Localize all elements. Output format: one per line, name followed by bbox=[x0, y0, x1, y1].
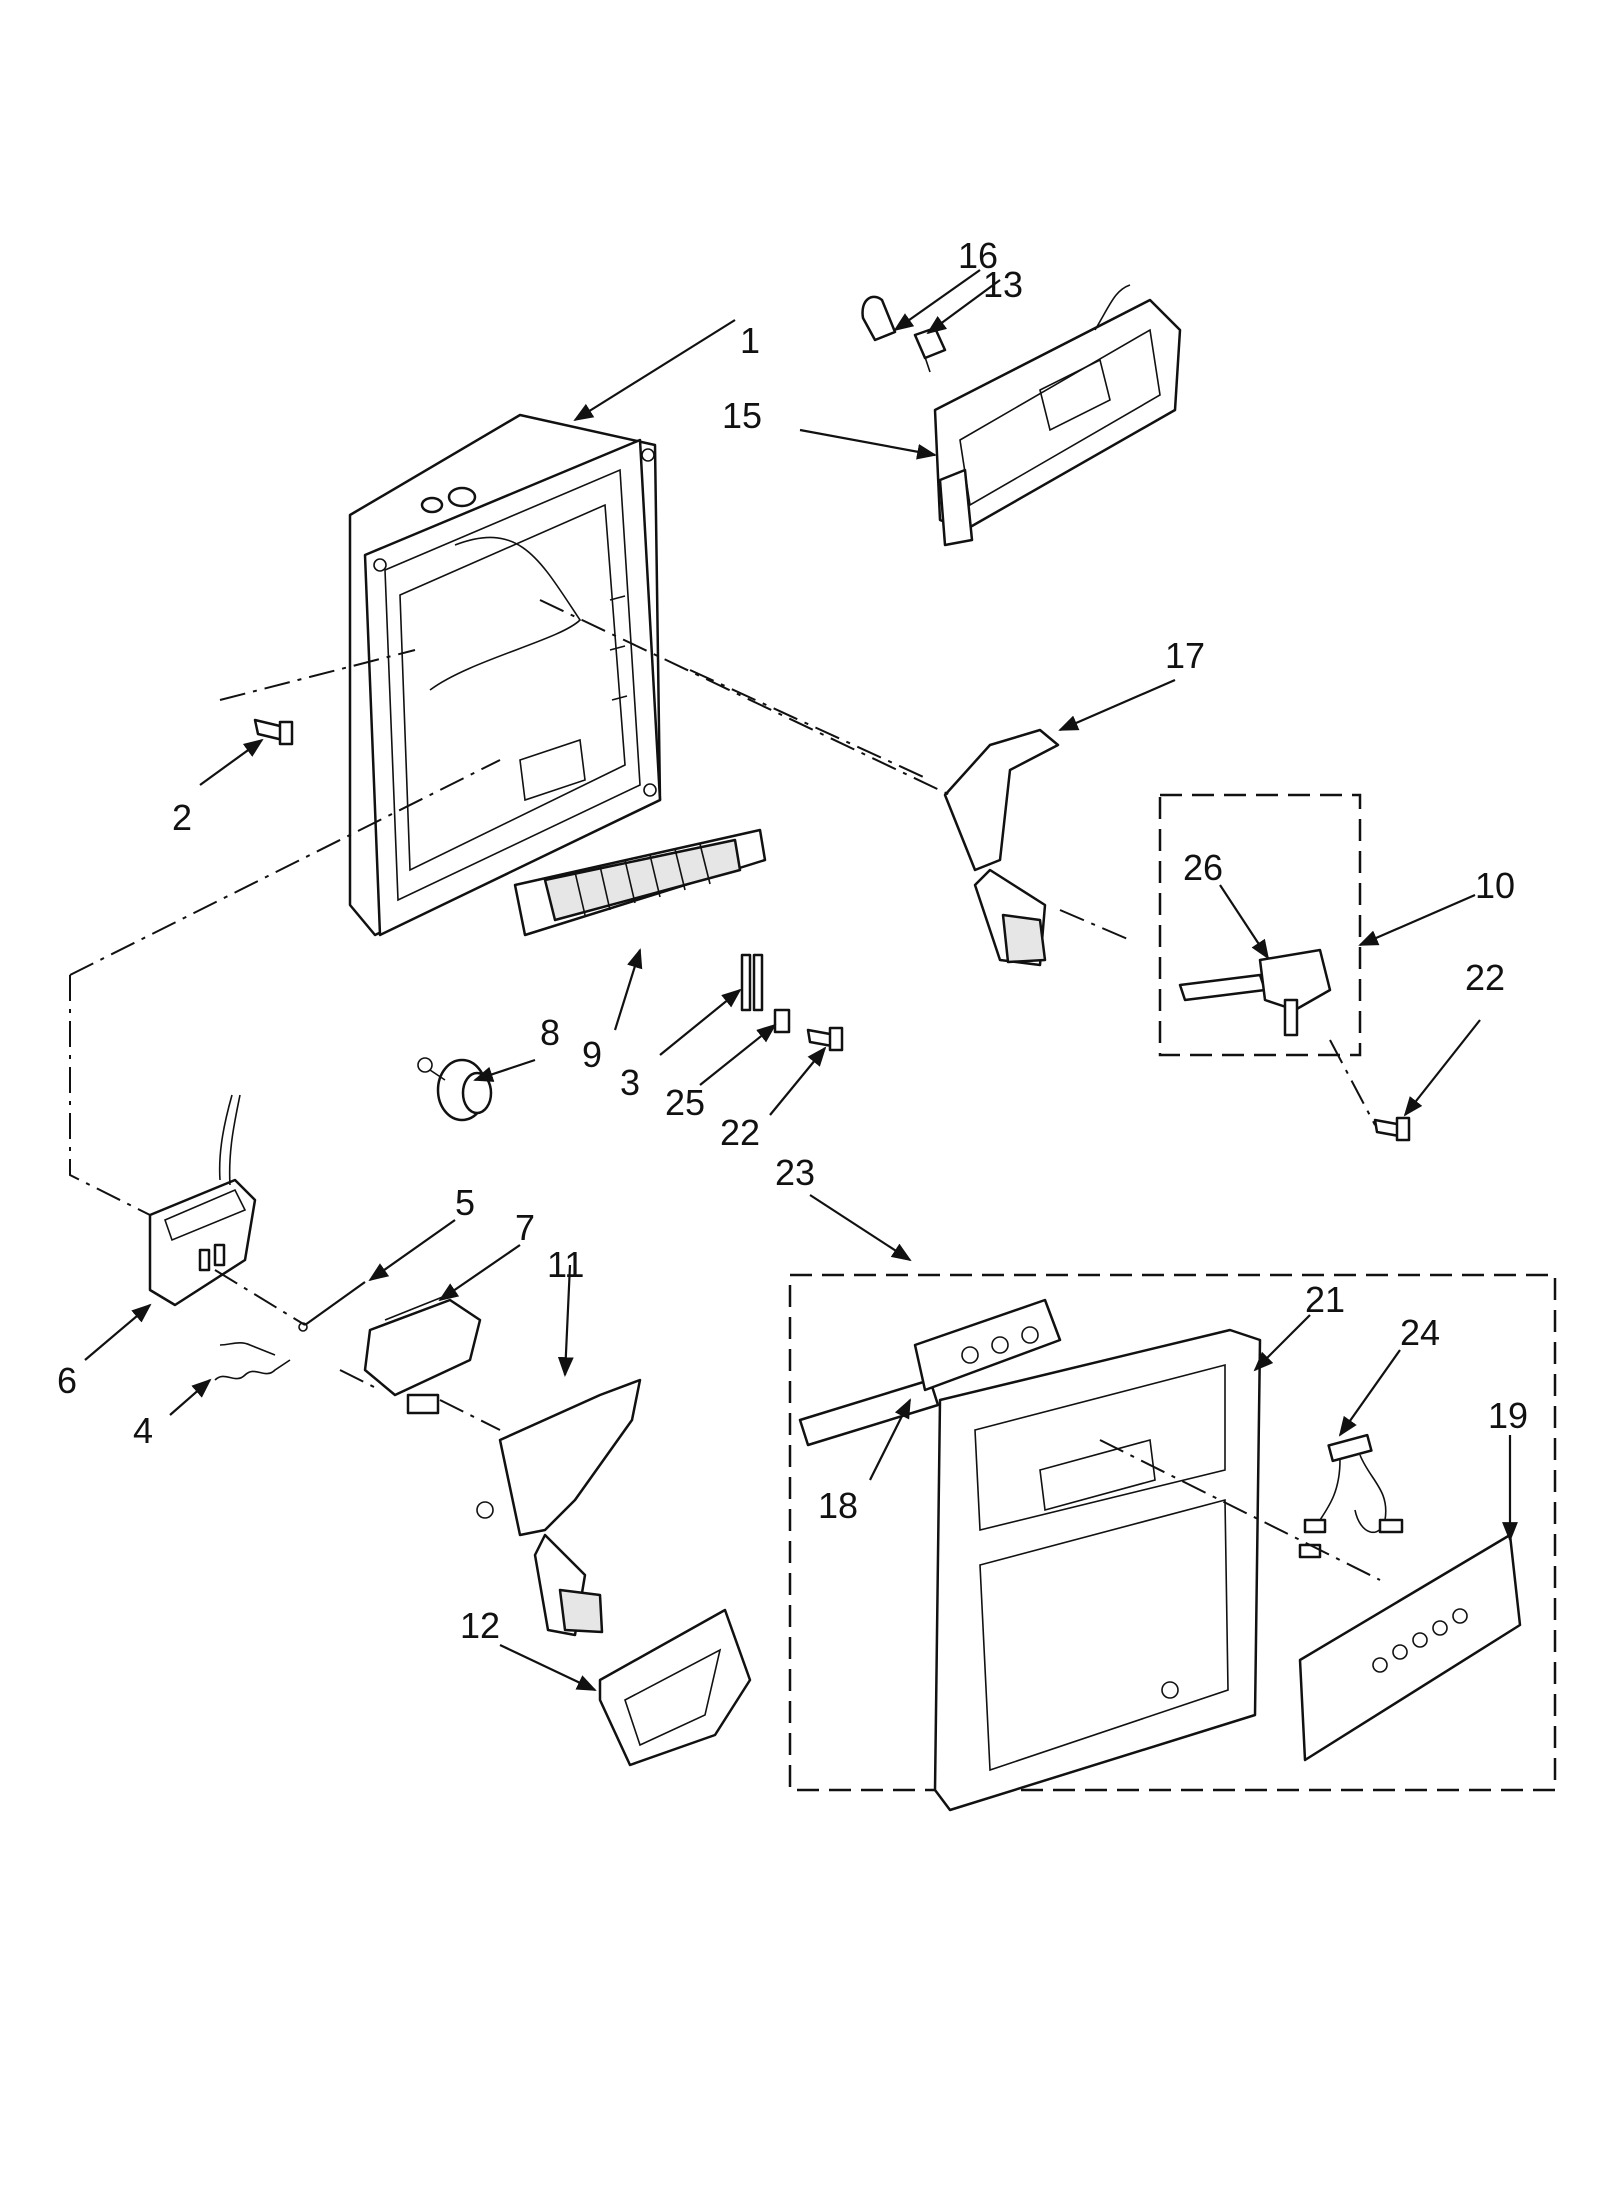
bulb-part-16 bbox=[861, 295, 897, 342]
clip-part-3 bbox=[740, 953, 764, 1012]
solenoid-part-8 bbox=[417, 1057, 493, 1122]
callout-22b: 22 bbox=[1465, 957, 1505, 998]
panel-part-21 bbox=[933, 1328, 1262, 1812]
paddle-part-11 bbox=[476, 1378, 642, 1637]
callout-21: 21 bbox=[1305, 1279, 1345, 1320]
screw-part-22a bbox=[806, 1026, 844, 1052]
callout-1: 1 bbox=[740, 320, 760, 361]
actuator-part-7 bbox=[363, 1291, 482, 1415]
callout-13: 13 bbox=[983, 264, 1023, 305]
callout-18: 18 bbox=[818, 1485, 858, 1526]
callout-16: 16 bbox=[958, 235, 998, 276]
callout-9: 9 bbox=[582, 1034, 602, 1075]
module-part-6 bbox=[148, 1094, 257, 1307]
housing-part-1 bbox=[348, 413, 662, 937]
callout-10: 10 bbox=[1475, 865, 1515, 906]
spring-part-4 bbox=[214, 1342, 291, 1381]
chute-part-9 bbox=[513, 828, 767, 937]
pin-part-5 bbox=[298, 1281, 366, 1332]
callout-24: 24 bbox=[1400, 1312, 1440, 1353]
callout-3: 3 bbox=[620, 1062, 640, 1103]
callout-19: 19 bbox=[1488, 1395, 1528, 1436]
screw-part-22b bbox=[1373, 1116, 1411, 1142]
leader-arrows bbox=[84, 269, 1518, 1691]
callout-4: 4 bbox=[133, 1410, 153, 1451]
callout-5: 5 bbox=[455, 1182, 475, 1223]
switch-part-26 bbox=[1178, 948, 1332, 1037]
socket-part-13 bbox=[913, 326, 947, 373]
board-part-18 bbox=[798, 1298, 1062, 1447]
callout-17: 17 bbox=[1165, 635, 1205, 676]
callout-26: 26 bbox=[1183, 847, 1223, 888]
callout-2: 2 bbox=[172, 797, 192, 838]
callout-7: 7 bbox=[515, 1207, 535, 1248]
overlay-part-19 bbox=[1298, 1533, 1522, 1762]
bin-part-12 bbox=[598, 1608, 752, 1767]
callout-23: 23 bbox=[775, 1152, 815, 1193]
callout-labels: 1 2 3 4 5 6 7 8 9 10 11 12 13 15 16 17 1… bbox=[57, 235, 1528, 1646]
bracket-part-15 bbox=[933, 284, 1182, 547]
callout-8: 8 bbox=[540, 1012, 560, 1053]
callout-22a: 22 bbox=[720, 1112, 760, 1153]
callout-6: 6 bbox=[57, 1360, 77, 1401]
callout-25: 25 bbox=[665, 1082, 705, 1123]
harness-part-24 bbox=[1298, 1433, 1404, 1559]
callout-15: 15 bbox=[722, 395, 762, 436]
tab-part-25 bbox=[773, 1008, 791, 1034]
callout-12: 12 bbox=[460, 1605, 500, 1646]
guide-lines bbox=[69, 599, 1381, 1581]
callout-11: 11 bbox=[547, 1244, 584, 1285]
screw-part-2 bbox=[253, 718, 294, 746]
kit-box-10 bbox=[1158, 793, 1362, 1057]
lever-part-17 bbox=[943, 728, 1060, 967]
